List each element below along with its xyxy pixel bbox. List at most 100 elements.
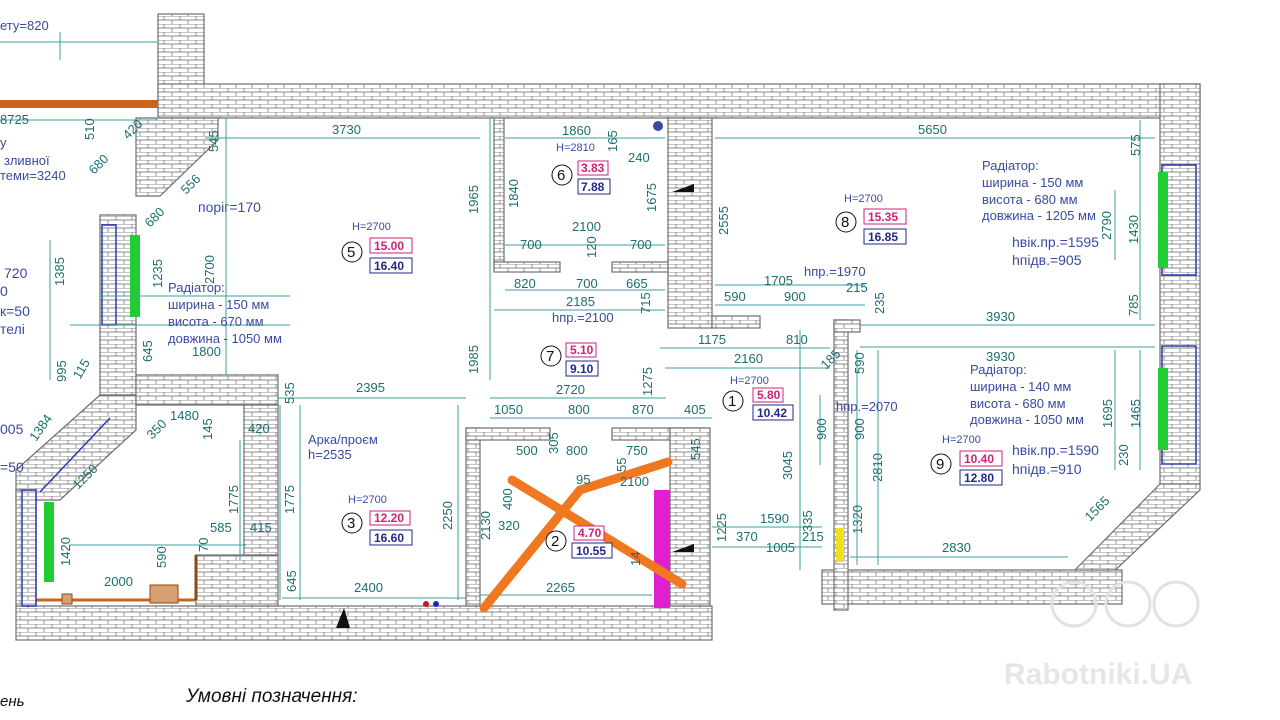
dim-1175: 1175 (698, 332, 726, 347)
room-2-number-circle (545, 530, 567, 552)
dim-215b: 215 (802, 529, 824, 544)
dim-3930b: 3930 (986, 349, 1015, 364)
dim-1695: 1695 (1100, 399, 1115, 428)
dim-680b: 680 (142, 204, 168, 230)
room-9-height: H=2700 (942, 434, 981, 446)
radiator-3-bottom: hпідв.=910 (1012, 461, 1082, 477)
dim-420b: 420 (248, 421, 270, 436)
room-3: H=2700 3 12.20 16.60 (341, 494, 413, 546)
room-8-area-box (863, 208, 907, 225)
dim-2100b: 2100 (620, 474, 649, 489)
dim-1775a: 1775 (226, 485, 241, 514)
radiator-2-sill: hвік.пр.=1595 (1012, 234, 1099, 250)
window-diagonal (39, 417, 111, 493)
room-7-area: 5.10 (570, 343, 594, 357)
room-6-area: 3.83 (581, 161, 605, 175)
dim-14: 14 (628, 552, 643, 566)
room-9-wall-area-box (959, 469, 1003, 486)
dim-900c: 900 (852, 418, 867, 440)
dim-1565: 1565 (1082, 493, 1113, 524)
dim-2250: 2250 (440, 501, 455, 530)
dim-590b: 590 (852, 352, 867, 374)
room-5-wall-area: 16.40 (374, 259, 404, 273)
dim-590a: 590 (724, 289, 746, 304)
watermark-text: Rabotniki.UA (1004, 658, 1192, 691)
dim-665: 665 (626, 276, 648, 291)
dim-1235: 1235 (150, 259, 165, 288)
dim-370: 370 (736, 529, 758, 544)
outer-wall-left-lower (15, 489, 37, 607)
radiator-2-width: ширина - 150 мм (982, 175, 1083, 190)
watermark-logo (1050, 580, 1200, 628)
dim-1420: 1420 (58, 537, 73, 566)
dim-1965: 1965 (466, 185, 481, 214)
dim-1800: 1800 (192, 344, 221, 359)
radiator-2-title: Радіатор: (982, 158, 1039, 173)
wall-boiler-block (195, 554, 279, 607)
radiator-3-length: довжина - 1050 мм (970, 412, 1084, 427)
room-3-area: 12.20 (374, 511, 404, 525)
text-frag-k50: к=50 (0, 303, 30, 319)
wall-corridor-right (667, 117, 713, 329)
wall-bath-top-left (465, 427, 551, 441)
window-left-lower (21, 489, 37, 607)
room-2-wall-area-box (571, 542, 613, 559)
dim-645: 645 (140, 340, 155, 362)
riser-point (653, 121, 663, 131)
top-left-fragments: ету=820 8725 у зливної теми=3240 720 0 к… (0, 18, 66, 710)
dim-700a: 700 (520, 237, 542, 252)
outer-wall-right-diagonal (1068, 483, 1201, 576)
room-5-wall-area-box (369, 257, 413, 274)
magenta-fixture (654, 490, 670, 608)
dim-120: 120 (584, 236, 599, 258)
room-3-number-circle (341, 512, 363, 534)
dim-400: 400 (500, 488, 515, 510)
dim-535: 535 (282, 382, 297, 404)
room-8-height: H=2700 (844, 193, 883, 205)
dim-700b: 700 (630, 237, 652, 252)
wall-room6-left (493, 117, 505, 271)
drain-blue (433, 601, 439, 607)
room-9-number: 9 (936, 456, 944, 473)
arch-height-label: h=2535 (308, 447, 352, 462)
room-9-area: 10.40 (964, 452, 994, 466)
dim-715: 715 (638, 292, 653, 314)
dim-2555: 2555 (716, 206, 731, 235)
radiator-room5 (130, 235, 140, 317)
wall-room3-left (243, 404, 279, 556)
dim-900b: 900 (814, 418, 829, 440)
radiator-room8 (1158, 172, 1168, 268)
dim-115: 115 (70, 356, 93, 381)
drain-red (423, 601, 429, 607)
room-9: H=2700 9 10.40 12.80 (930, 434, 1003, 486)
dim-55: 55 (614, 458, 629, 472)
room-2-number: 2 (551, 533, 559, 550)
radiator-3-height: висота - 680 мм (970, 396, 1066, 411)
dim-1705: 1705 (764, 273, 793, 288)
dimension-labels: 510 420 545 680 556 680 3730 1860 5650 5… (26, 116, 1143, 595)
text-frag-720: 720 (4, 265, 28, 281)
room-8-number-circle (835, 211, 857, 233)
room-2-area: 4.70 (578, 526, 602, 540)
dim-800b: 800 (566, 443, 588, 458)
dim-500: 500 (516, 443, 538, 458)
dim-590c: 590 (154, 546, 169, 568)
room-6-height: H=2810 (556, 142, 595, 154)
radiator-3-sill: hвік.пр.=1590 (1012, 442, 1099, 458)
text-frag-50: =50 (0, 459, 24, 475)
outer-wall-diagonal-upper (135, 117, 219, 197)
dim-165: 165 (605, 130, 620, 152)
dim-2830: 2830 (942, 540, 971, 555)
outer-wall-bottom-right (821, 569, 1123, 605)
dim-800a: 800 (568, 402, 590, 417)
room-1-area-box (752, 387, 784, 403)
dim-335: 335 (800, 510, 815, 532)
room-1-area: 5.80 (757, 388, 781, 402)
dim-2100: 2100 (572, 219, 601, 234)
dim-645b: 645 (284, 570, 299, 592)
room-2-wall-area: 10.55 (576, 544, 606, 558)
outer-wall-bottom (15, 605, 713, 641)
room-5: H=2700 5 15.00 16.40 (341, 221, 413, 274)
room-3-area-box (369, 510, 411, 526)
threshold-label: поріг=170 (198, 199, 261, 215)
